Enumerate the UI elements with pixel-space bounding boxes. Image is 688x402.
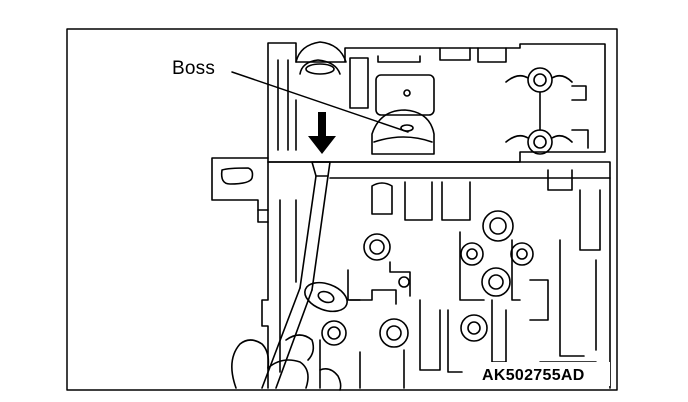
callout-leader-line	[231, 71, 409, 133]
figure-frame	[66, 28, 618, 391]
upper-block	[267, 41, 606, 163]
down-arrow-icon	[308, 112, 336, 154]
boss-callout-label: Boss	[172, 58, 216, 79]
figure-code: AK502755AD	[482, 367, 585, 384]
boss-part	[371, 109, 435, 155]
lower-block	[261, 161, 611, 389]
screwdriver	[261, 161, 331, 389]
hand	[231, 334, 342, 391]
side-flange	[211, 157, 269, 223]
